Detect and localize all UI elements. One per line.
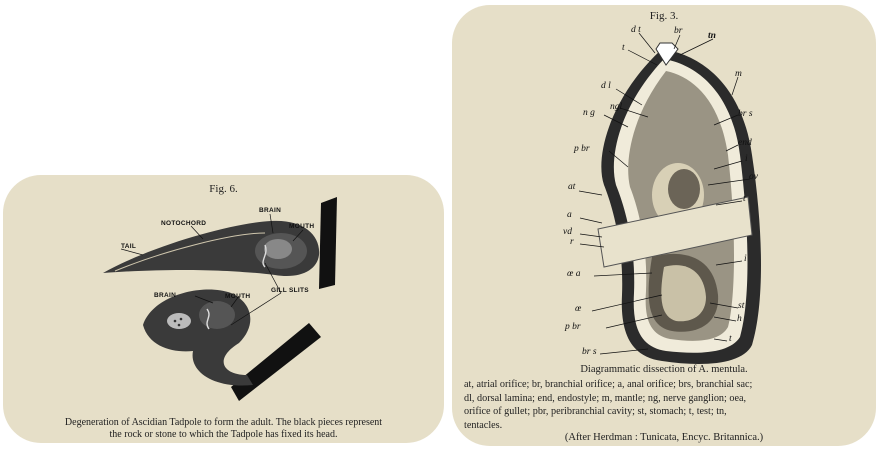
fig3-legend-line: dl, dorsal lamina; end, endostyle; m, ma… [464, 392, 869, 406]
label-i-mid: i [744, 254, 747, 264]
label-end: end [738, 138, 752, 148]
label-m: m [735, 69, 742, 79]
label-notochord: NOTOCHORD [161, 220, 206, 227]
label-t-top: t [622, 43, 625, 53]
fig6-caption: Degeneration of Ascidian Tadpole to form… [11, 417, 436, 441]
label-st: st [738, 301, 744, 311]
label-brs-right: br s [738, 109, 753, 119]
label-pbr-left: p br [574, 144, 590, 154]
label-a: a [567, 210, 572, 220]
label-i-top: i [745, 154, 748, 164]
fig3-legend-line: at, atrial orifice; br, branchial orific… [464, 378, 869, 392]
fig3-legend-line: orifice of gullet; pbr, peribranchial ca… [464, 405, 869, 419]
label-brain-bottom: BRAIN [154, 292, 176, 299]
label-t-bottom: t [729, 334, 732, 344]
label-ngt: ngl [610, 102, 622, 112]
label-brain-top: BRAIN [259, 207, 281, 214]
figure-3-panel: Fig. 3. [452, 5, 876, 446]
label-oe: œ [575, 304, 581, 314]
fig3-legend-line: tentacles. [464, 419, 869, 433]
label-mouth-top: MOUTH [289, 223, 314, 230]
label-ov: ov [749, 172, 758, 182]
label-tail: TAIL [121, 243, 136, 250]
label-at: at [568, 182, 575, 192]
label-vd: vd [563, 227, 572, 237]
label-tn: tn [708, 31, 716, 41]
fig6-caption-line1: Degeneration of Ascidian Tadpole to form… [11, 417, 436, 429]
label-pbr-bottom: p br [565, 322, 581, 332]
figure-6-panel: Fig. 6. NOTOCHORD BRAIN MOUTH TAIL B [3, 175, 444, 443]
label-gill-slits: GILL SLITS [271, 287, 309, 294]
tadpole-illustration [3, 175, 444, 443]
fig6-caption-line2: the rock or stone to which the Tadpole h… [11, 429, 436, 441]
label-mouth-bottom: MOUTH [225, 293, 250, 300]
label-r: r [570, 237, 574, 247]
label-br: br [674, 26, 682, 36]
label-oea: œ a [567, 269, 580, 279]
fig3-legend: at, atrial orifice; br, branchial orific… [464, 378, 869, 432]
fig3-caption: Diagrammatic dissection of A. mentula. [452, 364, 876, 375]
label-dt: d t [631, 25, 641, 35]
label-ng: n g [583, 108, 595, 118]
label-h: h [737, 314, 742, 324]
label-brs-bottom: br s [582, 347, 597, 357]
fig3-credit: (After Herdman : Tunicata, Encyc. Britan… [452, 432, 876, 443]
label-dl: d l [601, 81, 611, 91]
label-t-mid: t [743, 194, 746, 204]
